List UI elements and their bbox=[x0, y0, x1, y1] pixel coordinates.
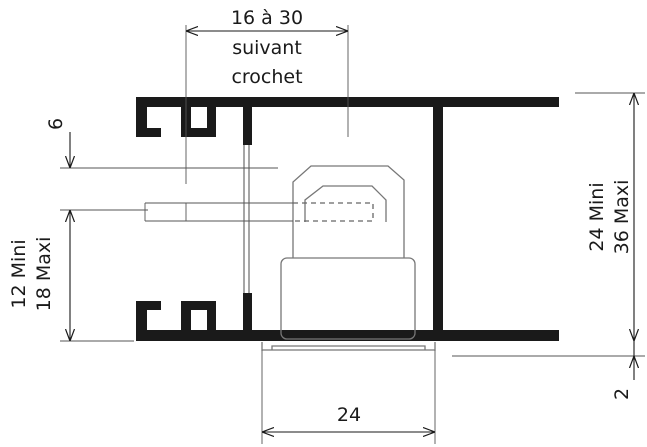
label-offset-top: 6 bbox=[45, 118, 67, 130]
rail-web-lower bbox=[243, 293, 252, 333]
glider-runner bbox=[261, 165, 436, 351]
label-hook-range-2: suivant bbox=[232, 37, 302, 59]
hook-pin-hidden-end bbox=[293, 202, 374, 222]
rail-bottom-left-foot bbox=[136, 301, 161, 310]
extension-lines bbox=[60, 25, 645, 444]
rail-profile bbox=[136, 97, 559, 341]
label-width: 24 bbox=[337, 404, 361, 426]
rail-top-right-lip bbox=[207, 107, 216, 137]
rail-bottom-right-foot bbox=[191, 301, 216, 310]
label-height-1: 24 Mini bbox=[586, 182, 608, 251]
label-height-2: 36 Maxi bbox=[611, 180, 633, 255]
rail-bottom-left-lip bbox=[136, 301, 147, 341]
rail-web-upper bbox=[243, 107, 252, 145]
rail-top-left-foot bbox=[136, 128, 161, 137]
hook-pin-shaft bbox=[144, 202, 293, 222]
label-gap-2: 18 Maxi bbox=[33, 237, 55, 312]
label-gap-1: 12 Mini bbox=[8, 239, 30, 308]
glider-body bbox=[280, 257, 416, 340]
glider-head-inner bbox=[304, 185, 387, 222]
rail-bottom-right-lip bbox=[207, 301, 216, 333]
dimension-labels: 16 à 30 suivant crochet 6 12 Mini 18 Max… bbox=[8, 7, 633, 426]
rail-top-flange bbox=[136, 97, 559, 107]
label-hook-range-1: 16 à 30 bbox=[231, 7, 303, 29]
rail-right-wall bbox=[433, 107, 443, 330]
rail-bottom-inner-web bbox=[181, 301, 191, 341]
rail-top-right-foot bbox=[191, 128, 216, 137]
label-hook-range-3: crochet bbox=[231, 66, 302, 88]
glider-base-plate bbox=[261, 342, 436, 351]
rail-bottom-flange bbox=[136, 330, 559, 341]
label-bottom-offset: 2 bbox=[611, 388, 633, 400]
hook-pin bbox=[144, 202, 374, 222]
glider-head-outline bbox=[292, 165, 405, 258]
rail-top-left-lip bbox=[136, 97, 147, 137]
dimension-lines bbox=[70, 31, 634, 432]
